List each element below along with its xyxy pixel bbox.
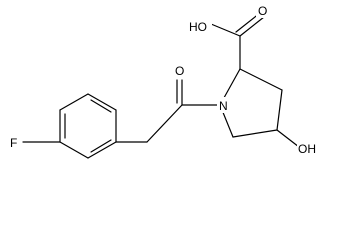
ring-bond (87, 93, 117, 111)
carboxyl-oxygen-label: O (258, 4, 267, 18)
fluorine-label: F (10, 136, 17, 150)
ring-bond (232, 129, 278, 138)
hydroxyl-label: OH (298, 142, 316, 156)
ring-double-bond (90, 139, 112, 153)
atom-label-oh: OH (297, 140, 321, 156)
carbonyl-oxygen-label: O (175, 64, 184, 78)
ring-bond (87, 141, 117, 159)
ring-hydroxyl-bond (276, 129, 300, 148)
atom-label-carbonyl-o: O (173, 62, 187, 78)
ring-bond (239, 68, 283, 91)
ring-bond (276, 89, 283, 131)
atom-label-ho: HO (188, 18, 212, 34)
atom-label-n: N (217, 97, 231, 113)
ch2-carbonyl-bond (146, 104, 183, 143)
fluorophenyl-ring (59, 93, 117, 159)
ring-double-bond (90, 99, 112, 113)
carboxylic-acid-oh-label: HO (189, 20, 207, 34)
carboxyl-oh-bond (210, 23, 241, 37)
atom-label-f: F (8, 134, 20, 150)
carboxyl-double-bond (239, 16, 265, 37)
ring-bond (59, 93, 89, 111)
nitrogen-label: N (219, 99, 228, 113)
chemical-structure: F O N HO OH O (8, 2, 321, 159)
atom-label-carboxyl-o: O (256, 2, 270, 18)
ring-bond (59, 141, 89, 159)
